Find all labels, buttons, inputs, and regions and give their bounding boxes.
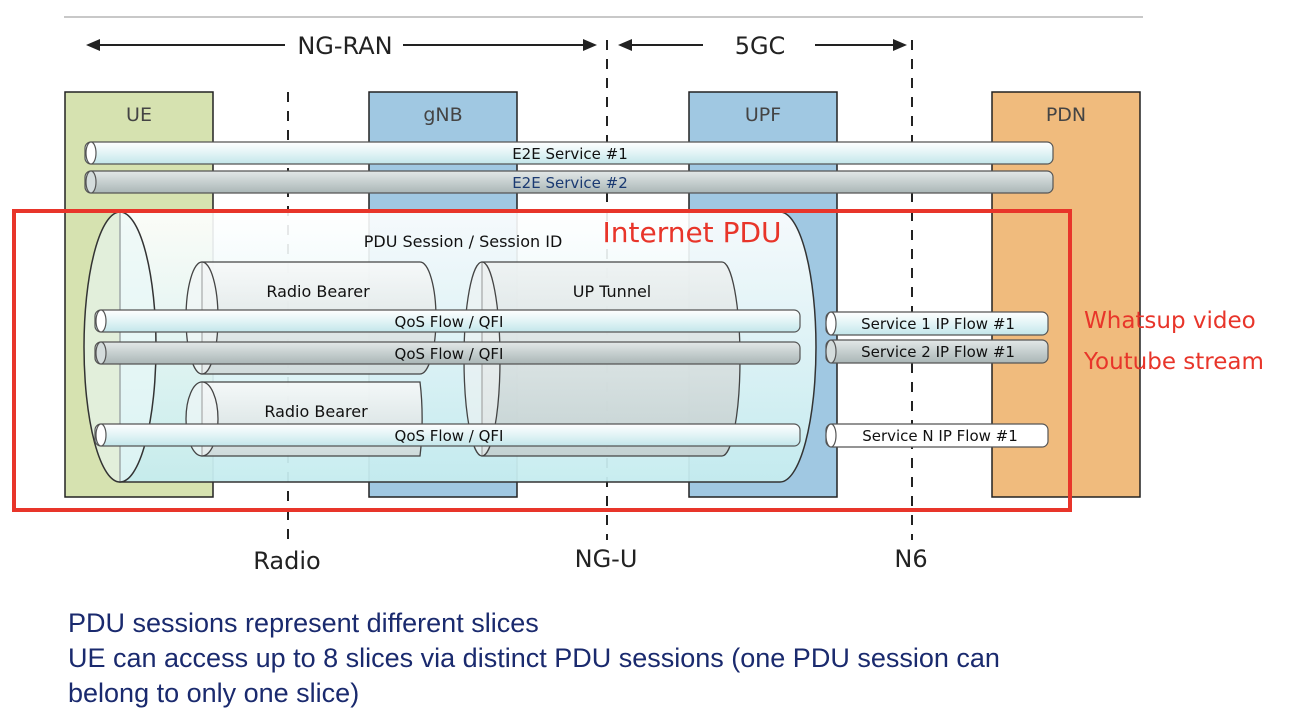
n6-interface-label: N6 — [894, 545, 927, 573]
ngu-interface-label: NG-U — [575, 545, 638, 573]
qos-flow-3-label: QoS Flow / QFI — [395, 427, 504, 445]
5gc-label: 5GC — [735, 32, 786, 60]
pdn-label: PDN — [1046, 104, 1086, 126]
upf-label: UPF — [745, 104, 781, 126]
5gc-arrow — [618, 39, 907, 51]
e2e-service-1-pipe: E2E Service #1 — [84, 141, 1054, 165]
app-youtube-stream-label: Youtube stream — [1083, 349, 1264, 375]
ue-label: UE — [126, 104, 152, 126]
qos-flow-1: QoS Flow / QFI — [94, 309, 801, 333]
e2e-service-2-pipe: E2E Service #2 — [84, 170, 1054, 194]
radio-bearer-2-label: Radio Bearer — [264, 402, 368, 421]
qos-flow-1-label: QoS Flow / QFI — [395, 313, 504, 331]
service-2-ip-flow: Service 2 IP Flow #1 — [825, 339, 1049, 364]
service-1-ip-flow-label: Service 1 IP Flow #1 — [861, 315, 1015, 333]
service-n-ip-flow-label: Service N IP Flow #1 — [862, 427, 1018, 445]
service-n-ip-flow: Service N IP Flow #1 — [825, 423, 1049, 448]
internet-pdu-highlight-box — [12, 209, 1072, 512]
caption-line-1: PDU sessions represent different slices — [68, 608, 539, 638]
service-2-ip-flow-label: Service 2 IP Flow #1 — [861, 343, 1015, 361]
pdu-session-diagram: NG-RAN 5GC UE gNB UPF PDN E2E Service #1… — [12, 16, 1264, 575]
radio-bearer-1-label: Radio Bearer — [266, 282, 370, 301]
ng-ran-label: NG-RAN — [297, 32, 392, 60]
qos-flow-3: QoS Flow / QFI — [94, 423, 801, 447]
pdu-session-label: PDU Session / Session ID — [364, 232, 563, 251]
ng-ran-arrow — [86, 39, 597, 51]
internet-pdu-label: Internet PDU — [602, 216, 781, 249]
e2e-service-1-label: E2E Service #1 — [512, 145, 628, 163]
gnb-label: gNB — [423, 104, 462, 126]
up-tunnel-label: UP Tunnel — [573, 282, 652, 301]
caption: PDU sessions represent different slices … — [68, 606, 1248, 711]
caption-line-2: UE can access up to 8 slices via distinc… — [68, 643, 1000, 673]
caption-line-3: belong to only one slice) — [68, 678, 360, 708]
qos-flow-2: QoS Flow / QFI — [94, 341, 801, 365]
app-whatsup-video-label: Whatsup video — [1084, 308, 1256, 334]
service-1-ip-flow: Service 1 IP Flow #1 — [825, 311, 1049, 336]
qos-flow-2-label: QoS Flow / QFI — [395, 345, 504, 363]
radio-interface-label: Radio — [253, 547, 320, 575]
e2e-service-2-label: E2E Service #2 — [512, 174, 628, 192]
